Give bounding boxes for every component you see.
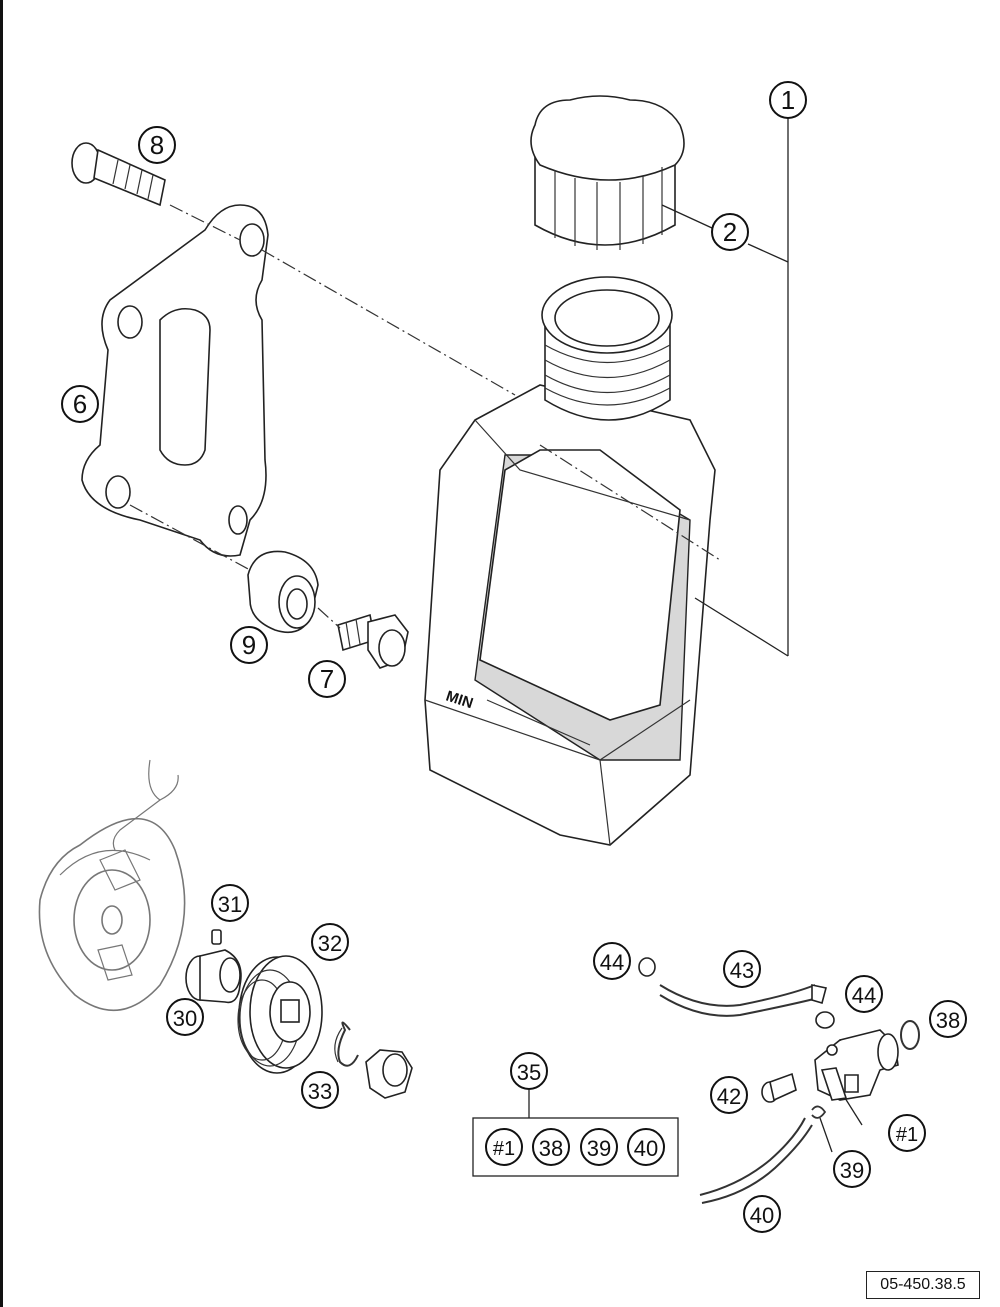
svg-text:30: 30	[173, 1006, 197, 1031]
kit-callout-39: 39	[580, 1128, 618, 1166]
callout-7: 7	[308, 660, 346, 698]
oil-hose-40	[699, 1117, 813, 1204]
o-ring-38	[900, 1020, 920, 1050]
mounting-bracket	[81, 204, 269, 557]
hose-clip-39	[811, 1105, 827, 1119]
svg-text:32: 32	[318, 931, 342, 956]
callout-hash1: #1	[888, 1114, 926, 1152]
svg-text:39: 39	[840, 1158, 864, 1183]
callout-38: 38	[929, 1000, 967, 1038]
callout-2: 2	[711, 213, 749, 251]
callout-8: 8	[138, 126, 176, 164]
svg-text:6: 6	[73, 389, 87, 419]
oil-hose-43	[659, 984, 827, 1017]
kit-callout-38: 38	[532, 1128, 570, 1166]
oil-tank: MIN	[424, 384, 716, 846]
svg-text:44: 44	[852, 983, 876, 1008]
callout-9: 9	[230, 626, 268, 664]
collar-screw-7	[337, 613, 409, 669]
hose-clamp-44-right	[815, 1011, 835, 1029]
pin-31	[211, 929, 222, 945]
tank-cap	[530, 95, 685, 250]
assembly-lines	[129, 204, 721, 629]
svg-text:40: 40	[750, 1203, 774, 1228]
callout-43: 43	[723, 950, 761, 988]
callout-40: 40	[743, 1195, 781, 1233]
tank-filler-neck	[541, 276, 673, 421]
pulley-bush-30	[185, 949, 242, 1004]
callout-39: 39	[833, 1150, 871, 1188]
screw-42	[761, 1072, 797, 1103]
page-border-left	[0, 0, 3, 1307]
svg-text:#1: #1	[896, 1124, 918, 1146]
svg-text:38: 38	[936, 1008, 960, 1033]
callout-6: 6	[61, 385, 99, 423]
callout-44-left: 44	[593, 942, 631, 980]
callout-44-right: 44	[845, 975, 883, 1013]
ignition-stator-assembly	[38, 759, 186, 1012]
callout-32: 32	[311, 923, 349, 961]
callout-33: 33	[301, 1071, 339, 1109]
callout-30: 30	[166, 998, 204, 1036]
svg-text:44: 44	[600, 950, 624, 975]
svg-text:35: 35	[517, 1060, 541, 1085]
svg-text:8: 8	[150, 130, 164, 160]
svg-text:39: 39	[587, 1136, 611, 1161]
drawing-reference-code: 05-450.38.5	[866, 1271, 980, 1299]
svg-text:33: 33	[308, 1079, 332, 1104]
callout-1: 1	[769, 81, 807, 119]
svg-text:40: 40	[634, 1136, 658, 1161]
svg-text:1: 1	[781, 85, 795, 115]
svg-text:9: 9	[242, 630, 256, 660]
screw-8	[71, 142, 166, 207]
svg-text:#1: #1	[493, 1138, 515, 1160]
pulley-nut	[365, 1049, 413, 1099]
oil-pump	[814, 1029, 899, 1101]
svg-text:2: 2	[723, 217, 737, 247]
grommet-9	[247, 550, 319, 634]
circlip-33	[334, 1021, 359, 1067]
svg-text:42: 42	[717, 1084, 741, 1109]
svg-text:38: 38	[539, 1136, 563, 1161]
svg-text:31: 31	[218, 892, 242, 917]
callout-42: 42	[710, 1076, 748, 1114]
svg-text:7: 7	[320, 664, 334, 694]
kit-callout-40: 40	[627, 1128, 665, 1166]
kit-callout-hash1: #1	[485, 1128, 523, 1166]
hose-clamp-44-left	[638, 957, 656, 977]
callout-35: 35	[510, 1052, 548, 1090]
callout-31: 31	[211, 884, 249, 922]
leader-lines	[528, 118, 863, 1153]
svg-text:43: 43	[730, 958, 754, 983]
oil-pump-pulley-32	[237, 955, 323, 1074]
